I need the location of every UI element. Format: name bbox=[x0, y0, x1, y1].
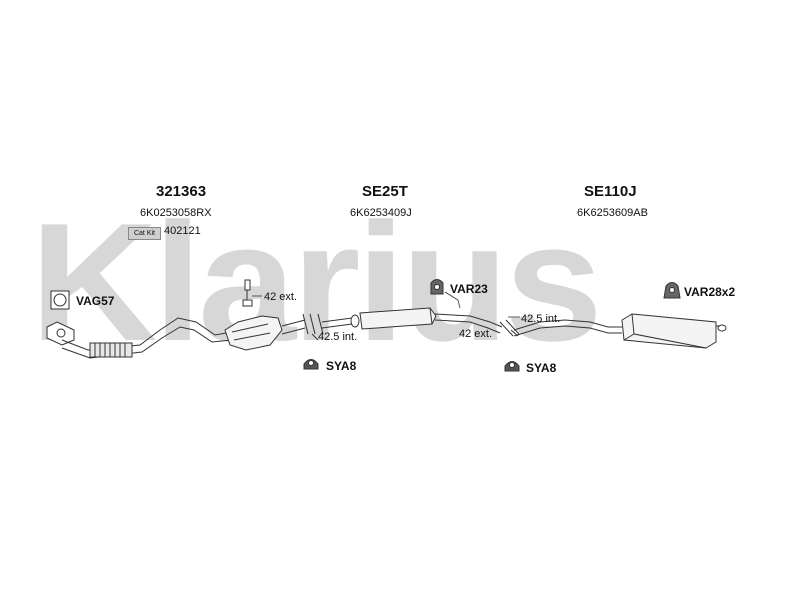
rear-pipe bbox=[513, 319, 622, 337]
right-ext-dimension: 42 ext. bbox=[459, 328, 493, 340]
clamp-right-label: SYA8 bbox=[526, 361, 557, 375]
rear-part-number: SE110J bbox=[584, 183, 637, 200]
clamp-right-icon bbox=[504, 361, 520, 372]
catkit-badge: Cat Kit bbox=[128, 227, 161, 240]
middle-oe-number: 6K6253409J bbox=[350, 207, 412, 219]
clamp-left-label: SYA8 bbox=[326, 359, 357, 373]
right-int-dimension: 42.5 int. bbox=[521, 313, 561, 325]
front-pipe bbox=[61, 317, 233, 359]
front-flange bbox=[46, 321, 75, 346]
brand-watermark: Klarius bbox=[30, 212, 603, 352]
lambda-sensor bbox=[242, 279, 253, 307]
middle-silencer bbox=[321, 307, 503, 334]
gasket-icon bbox=[50, 290, 70, 310]
gasket-label: VAG57 bbox=[76, 294, 115, 308]
left-joint-marks bbox=[302, 313, 324, 341]
catalytic-converter bbox=[224, 315, 306, 351]
var23-leader bbox=[444, 291, 461, 309]
mount-var23-icon bbox=[430, 279, 444, 295]
clamp-left-icon bbox=[303, 359, 319, 370]
right-joint-marks bbox=[499, 319, 520, 337]
mount-var23-label: VAR23 bbox=[450, 282, 488, 296]
rear-oe-number: 6K6253609AB bbox=[577, 207, 648, 219]
left-ext-dimension: 42 ext. bbox=[264, 291, 298, 303]
front-oe-number: 6K0253058RX bbox=[140, 207, 212, 219]
front-part-number: 321363 bbox=[156, 183, 207, 200]
mount-var28-label: VAR28x2 bbox=[684, 285, 736, 299]
middle-part-number: SE25T bbox=[362, 183, 408, 200]
left-int-dimension: 42.5 int. bbox=[318, 331, 358, 343]
flexi-section bbox=[89, 342, 133, 358]
mount-var28-icon bbox=[663, 282, 681, 299]
rear-silencer bbox=[621, 313, 727, 349]
catkit-number: 402121 bbox=[164, 225, 201, 237]
